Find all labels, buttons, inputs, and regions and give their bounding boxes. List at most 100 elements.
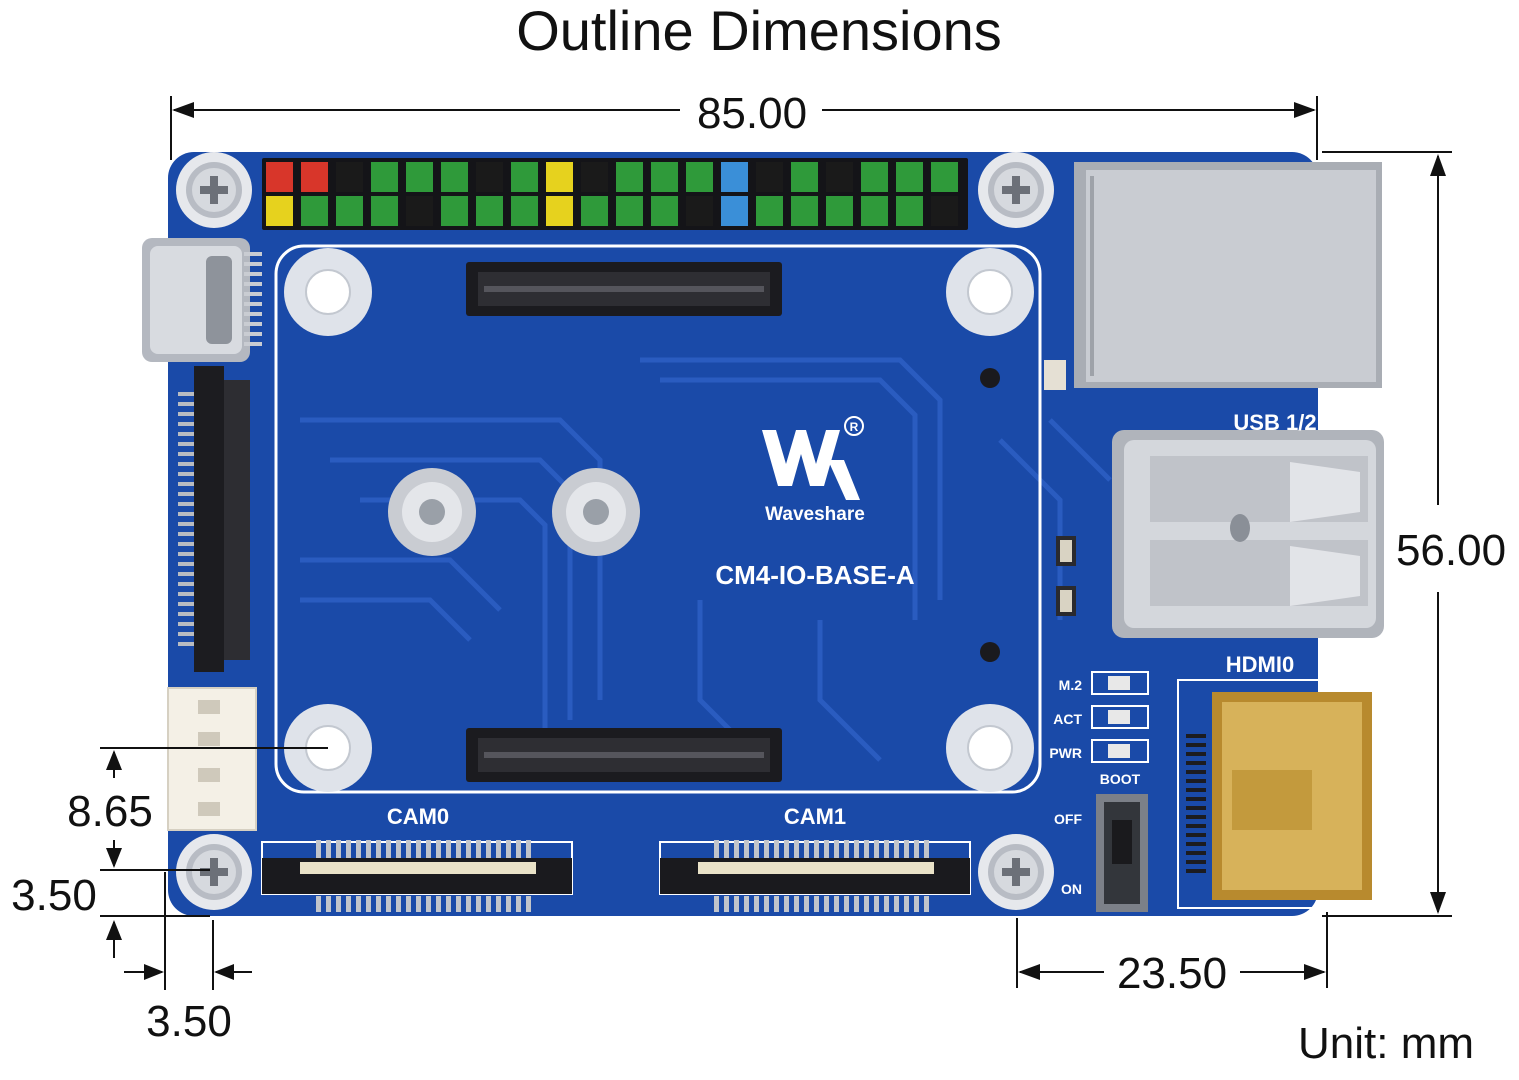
cam-pin: [794, 896, 799, 912]
cam-pin: [496, 840, 501, 858]
cam-pin: [386, 840, 391, 858]
gpio-pin-cap: [826, 162, 853, 192]
hdmi-label: HDMI0: [1226, 652, 1294, 677]
cam-pin: [316, 840, 321, 858]
fpc-pin: [178, 572, 194, 576]
diagram-title: Outline Dimensions: [516, 0, 1002, 62]
dimension-width: 85.00: [170, 89, 1318, 160]
gpio-pin-cap: [266, 162, 293, 192]
ethernet-port: [1044, 162, 1382, 390]
cam-pin: [396, 840, 401, 858]
cam-pin: [436, 896, 441, 912]
gpio-pin-cap: [756, 162, 783, 192]
cam-pin: [804, 896, 809, 912]
cam-pin: [824, 840, 829, 858]
gpio-pin-cap: [336, 196, 363, 226]
gpio-pin-cap: [616, 162, 643, 192]
gpio-pin-cap: [441, 196, 468, 226]
hdmi-pin: [1186, 824, 1206, 828]
usb-label: USB 1/2: [1233, 410, 1316, 435]
hdmi-pin: [1186, 806, 1206, 810]
hole-offset-x-dimension-label: 3.50: [146, 997, 232, 1046]
cam-pin: [754, 896, 759, 912]
cam-pin: [526, 840, 531, 858]
gpio-pin-cap: [616, 196, 643, 226]
cam-pin: [874, 896, 879, 912]
cam-pin: [914, 840, 919, 858]
fpc-pin: [178, 432, 194, 436]
cam-pin: [326, 896, 331, 912]
dimension-hole-to-connector: 8.65: [67, 747, 328, 871]
cam-pin: [824, 896, 829, 912]
cam-pin: [506, 896, 511, 912]
cam-pin: [486, 896, 491, 912]
boot-off-label: OFF: [1054, 811, 1082, 827]
cam-pin: [914, 896, 919, 912]
gpio-pin-cap: [791, 162, 818, 192]
cam-pin: [864, 840, 869, 858]
gpio-pin-cap: [406, 196, 433, 226]
gpio-pin-cap: [441, 162, 468, 192]
fpc-pin: [178, 562, 194, 566]
led-pwr-label: PWR: [1049, 745, 1082, 761]
gpio-pins: [266, 162, 958, 226]
screw-icon: [176, 152, 252, 228]
boot-label: BOOT: [1100, 771, 1141, 787]
gpio-pin-cap: [301, 162, 328, 192]
gpio-pin-cap: [756, 196, 783, 226]
width-dimension-label: 85.00: [697, 89, 807, 138]
gpio-pin-cap: [511, 162, 538, 192]
hdmi-pin: [1186, 743, 1206, 747]
led-m2-label: M.2: [1059, 677, 1083, 693]
svg-text:R: R: [850, 420, 859, 434]
hdmi-pin: [1186, 842, 1206, 846]
gpio-pin-cap: [651, 162, 678, 192]
cam-pin: [526, 896, 531, 912]
cam-pin: [764, 896, 769, 912]
gpio-pin-cap: [336, 162, 363, 192]
gpio-pin-cap: [581, 162, 608, 192]
dimension-hole-offset-y: 3.50: [11, 871, 210, 958]
cam-pin: [506, 840, 511, 858]
gpio-pin-cap: [896, 162, 923, 192]
cam-pin: [376, 840, 381, 858]
cm4-connector-top: [466, 262, 782, 316]
fpc-pin: [178, 492, 194, 496]
gpio-pin-cap: [546, 162, 573, 192]
brand-label: Waveshare: [765, 504, 865, 525]
fpc-pin: [178, 392, 194, 396]
cam-pin: [804, 840, 809, 858]
gpio-pin-cap: [861, 162, 888, 192]
cam-pin: [744, 840, 749, 858]
gpio-pin-cap: [896, 196, 923, 226]
cam-pin: [734, 840, 739, 858]
gpio-pin-cap: [406, 162, 433, 192]
cam-pin: [734, 896, 739, 912]
fpc-pin: [178, 612, 194, 616]
unit-label: Unit: mm: [1298, 1019, 1474, 1068]
cam-pin: [446, 840, 451, 858]
fpc-pin: [178, 462, 194, 466]
cam-pin: [714, 840, 719, 858]
led-act-label: ACT: [1053, 711, 1082, 727]
cam-pin: [516, 896, 521, 912]
cam-pin: [356, 840, 361, 858]
fpc-pin: [178, 522, 194, 526]
cam-pin: [386, 896, 391, 912]
cam-pin: [466, 896, 471, 912]
gpio-pin-cap: [546, 196, 573, 226]
cam-pin: [904, 840, 909, 858]
screw-icon: [978, 834, 1054, 910]
cam-pin: [874, 840, 879, 858]
usb-c-port: [142, 238, 262, 362]
cam-pin: [894, 840, 899, 858]
fpc-pin: [178, 632, 194, 636]
cam-pin: [366, 896, 371, 912]
cam-pin: [446, 896, 451, 912]
gpio-pin-cap: [266, 196, 293, 226]
gpio-pin-cap: [931, 162, 958, 192]
cam-pin: [724, 896, 729, 912]
cam-pin: [456, 896, 461, 912]
height-dimension-label: 56.00: [1396, 526, 1506, 575]
fpc-pin: [178, 642, 194, 646]
